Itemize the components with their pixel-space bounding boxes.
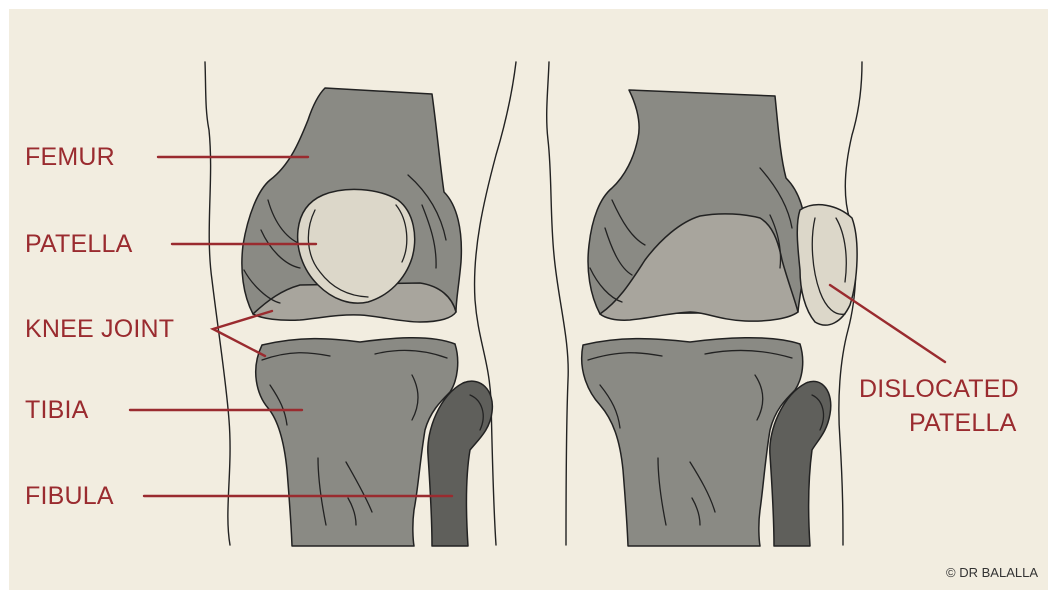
dislocated-patella-label-line1: DISLOCATED: [859, 377, 1019, 402]
right-leg-outline: [547, 62, 569, 545]
left-leg-outline: [205, 62, 230, 545]
tibia: [256, 338, 458, 546]
femur-label: FEMUR: [25, 145, 115, 170]
dislocated-patella: [797, 205, 857, 325]
dislocated-patella-label-line2: PATELLA: [909, 411, 1016, 436]
normal-knee: [205, 62, 516, 546]
knee-anatomy-diagram: [9, 9, 1048, 590]
left-leg-outline-inner: [475, 62, 516, 545]
knee-joint-label: KNEE JOINT: [25, 317, 174, 342]
tibia-label: TIBIA: [25, 398, 89, 423]
fibula-label: FIBULA: [25, 484, 114, 509]
patella-label: PATELLA: [25, 232, 132, 257]
diagram-frame: FEMUR PATELLA KNEE JOINT TIBIA FIBULA DI…: [9, 9, 1048, 590]
dislocated-patella-leader: [830, 285, 945, 362]
dislocated-knee: [547, 62, 862, 546]
copyright-credit: © DR BALALLA: [946, 565, 1038, 580]
